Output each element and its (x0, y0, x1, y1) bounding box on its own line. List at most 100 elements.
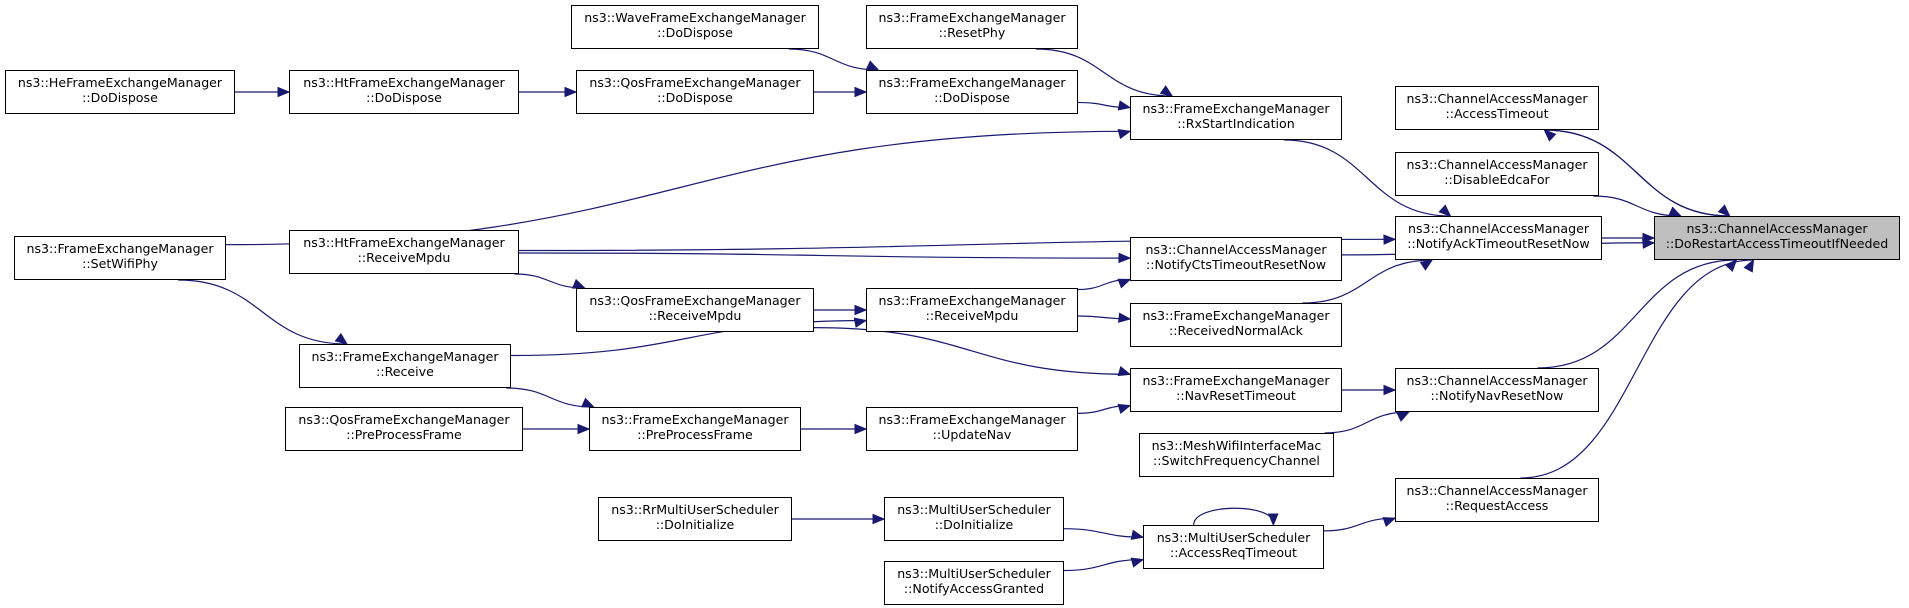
edge-arrowhead (1117, 366, 1132, 377)
node-rrdoinit[interactable]: ns3::RrMultiUserScheduler::DoInitialize (598, 497, 792, 541)
edge-arrowhead (1118, 252, 1132, 264)
node-label-line: ns3::ChannelAccessManager (1406, 483, 1588, 498)
node-label-line: ::NotifyNavResetNow (1430, 388, 1564, 403)
node-disableedca[interactable]: ns3::ChannelAccessManager::DisableEdcaFo… (1395, 152, 1599, 196)
node-label-line: ns3::MeshWifiInterfaceMac (1151, 438, 1322, 453)
edge-arrowhead (1438, 204, 1452, 217)
node-navreset[interactable]: ns3::FrameExchangeManager::NavResetTimeo… (1130, 368, 1342, 412)
edge-receivednormalack-notifyack (1302, 259, 1433, 304)
node-label-line: ns3::FrameExchangeManager (1142, 308, 1330, 323)
edge-wavedispose-femdispose (788, 48, 879, 71)
node-label-line: ::AccessTimeout (1445, 106, 1549, 121)
node-label-line: ::SwitchFrequencyChannel (1153, 453, 1320, 468)
node-musdoinit[interactable]: ns3::MultiUserScheduler::DoInitialize (884, 497, 1064, 541)
node-femreceivempdu[interactable]: ns3::FrameExchangeManager::ReceiveMpdu (866, 288, 1078, 332)
edge-arrowhead (581, 397, 595, 408)
edge-accessreq-accessreq (1193, 507, 1274, 526)
edge-arrowhead (1159, 85, 1174, 97)
edge-arrowhead (1117, 129, 1132, 140)
node-qosdispose[interactable]: ns3::QosFrameExchangeManager::DoDispose (576, 70, 814, 114)
node-label-line: ns3::FrameExchangeManager (878, 293, 1066, 308)
edge-arrowhead (1717, 204, 1731, 217)
node-label-line: ns3::FrameExchangeManager (601, 412, 789, 427)
node-dorestart: ns3::ChannelAccessManager::DoRestartAcce… (1654, 216, 1900, 260)
node-label-line: ::Receive (376, 364, 434, 379)
node-label-line: ::SetWifiPhy (82, 256, 158, 271)
node-rxstart[interactable]: ns3::FrameExchangeManager::RxStartIndica… (1130, 96, 1342, 140)
node-notifynav[interactable]: ns3::ChannelAccessManager::NotifyNavRese… (1395, 368, 1599, 412)
node-label-line: ns3::FrameExchangeManager (1142, 373, 1330, 388)
node-label-line: ::NotifyAccessGranted (903, 581, 1045, 596)
edge-arrowhead (1268, 513, 1279, 527)
edge-arrowhead (1117, 278, 1132, 289)
node-label-line: ::ReceiveMpdu (648, 308, 742, 323)
node-label-line: ns3::FrameExchangeManager (878, 412, 1066, 427)
edge-arrowhead (1743, 258, 1755, 273)
edge-rxstart-notifyack (1284, 139, 1451, 217)
node-qosreceivempdu[interactable]: ns3::QosFrameExchangeManager::ReceiveMpd… (576, 288, 814, 332)
node-label-line: ::DoDispose (366, 90, 442, 105)
node-label-line: ns3::QosFrameExchangeManager (589, 75, 801, 90)
edge-disableedca-dorestart (1593, 195, 1681, 217)
node-label-line: ns3::ChannelAccessManager (1406, 91, 1588, 106)
edge-arrowhead (1130, 557, 1145, 568)
node-label-line: ns3::RrMultiUserScheduler (611, 502, 779, 517)
node-label-line: ::UpdateNav (932, 427, 1012, 442)
edge-arrowhead (277, 86, 291, 98)
node-notifycts[interactable]: ns3::ChannelAccessManager::NotifyCtsTime… (1130, 237, 1342, 281)
node-requestaccess[interactable]: ns3::ChannelAccessManager::RequestAccess (1395, 478, 1599, 522)
edge-setwifiphy-rxstart (225, 130, 1131, 246)
edge-femreceive-fempreprocess (506, 387, 594, 408)
node-label-line: ns3::HtFrameExchangeManager (303, 235, 505, 250)
node-label-line: ::PreProcessFrame (346, 427, 462, 442)
node-label-line: ns3::ChannelAccessManager (1686, 221, 1868, 236)
node-hedispose[interactable]: ns3::HeFrameExchangeManager::DoDispose (5, 70, 235, 114)
edge-notifynav-dorestart (1537, 259, 1737, 369)
node-accesstimeout[interactable]: ns3::ChannelAccessManager::AccessTimeout (1395, 86, 1599, 130)
node-receivednormalack[interactable]: ns3::FrameExchangeManager::ReceivedNorma… (1130, 303, 1342, 347)
node-label-line: ns3::MultiUserScheduler (897, 502, 1051, 517)
node-notifyack[interactable]: ns3::ChannelAccessManager::NotifyAckTime… (1395, 216, 1602, 260)
edge-qosreceivempdu-navreset (813, 326, 1131, 375)
node-label-line: ::DoRestartAccessTimeoutIfNeeded (1665, 236, 1889, 251)
node-femreceive[interactable]: ns3::FrameExchangeManager::Receive (299, 344, 511, 388)
node-label-line: ::RequestAccess (1445, 498, 1549, 513)
node-meshswitch[interactable]: ns3::MeshWifiInterfaceMac::SwitchFrequen… (1139, 433, 1334, 477)
node-wavedispose[interactable]: ns3::WaveFrameExchangeManager::DoDispose (571, 5, 819, 49)
edge-musgranted-accessreq (1063, 558, 1144, 572)
node-fem_resetphy[interactable]: ns3::FrameExchangeManager::ResetPhy (866, 5, 1078, 49)
edge-setwifiphy-femreceive (178, 279, 347, 345)
node-label-line: ::DoInitialize (655, 517, 735, 532)
node-label-line: ns3::FrameExchangeManager (311, 349, 499, 364)
node-label-line: ::DoDispose (82, 90, 158, 105)
edge-arrowhead (1117, 100, 1132, 111)
edge-fem_resetphy-rxstart (1035, 48, 1173, 97)
node-femdispose[interactable]: ns3::FrameExchangeManager::DoDispose (866, 70, 1078, 114)
node-label-line: ::RxStartIndication (1177, 116, 1295, 131)
edge-arrowhead (1382, 517, 1397, 527)
node-accessreq[interactable]: ns3::MultiUserScheduler::AccessReqTimeou… (1143, 525, 1324, 569)
node-htdispose[interactable]: ns3::HtFrameExchangeManager::DoDispose (289, 70, 519, 114)
edge-arrowhead (1383, 234, 1397, 245)
edge-arrowhead (1383, 384, 1397, 396)
node-label-line: ::DoInitialize (934, 517, 1014, 532)
node-setwifiphy[interactable]: ns3::FrameExchangeManager::SetWifiPhy (14, 236, 226, 280)
node-label-line: ns3::FrameExchangeManager (878, 75, 1066, 90)
node-updatenav[interactable]: ns3::FrameExchangeManager::UpdateNav (866, 407, 1078, 451)
node-htreceivempdu[interactable]: ns3::HtFrameExchangeManager::ReceiveMpdu (289, 230, 519, 274)
edge-arrowhead (854, 304, 868, 316)
edge-musdoinit-accessreq (1063, 528, 1144, 538)
edge-arrowhead (853, 317, 868, 328)
node-label-line: ns3::ChannelAccessManager (1406, 373, 1588, 388)
node-fempreprocess[interactable]: ns3::FrameExchangeManager::PreProcessFra… (589, 407, 801, 451)
node-label-line: ::ReceiveMpdu (925, 308, 1019, 323)
node-qospreprocess[interactable]: ns3::QosFrameExchangeManager::PreProcess… (285, 407, 523, 451)
edge-arrowhead (1668, 206, 1682, 217)
node-label-line: ns3::QosFrameExchangeManager (589, 293, 801, 308)
node-label-line: ::ResetPhy (938, 25, 1006, 40)
node-musgranted[interactable]: ns3::MultiUserScheduler::NotifyAccessGra… (884, 561, 1064, 605)
edge-htreceivempdu-notifycts (518, 252, 1131, 259)
edge-arrowhead (1117, 403, 1132, 414)
node-label-line: ::AccessReqTimeout (1170, 545, 1297, 560)
